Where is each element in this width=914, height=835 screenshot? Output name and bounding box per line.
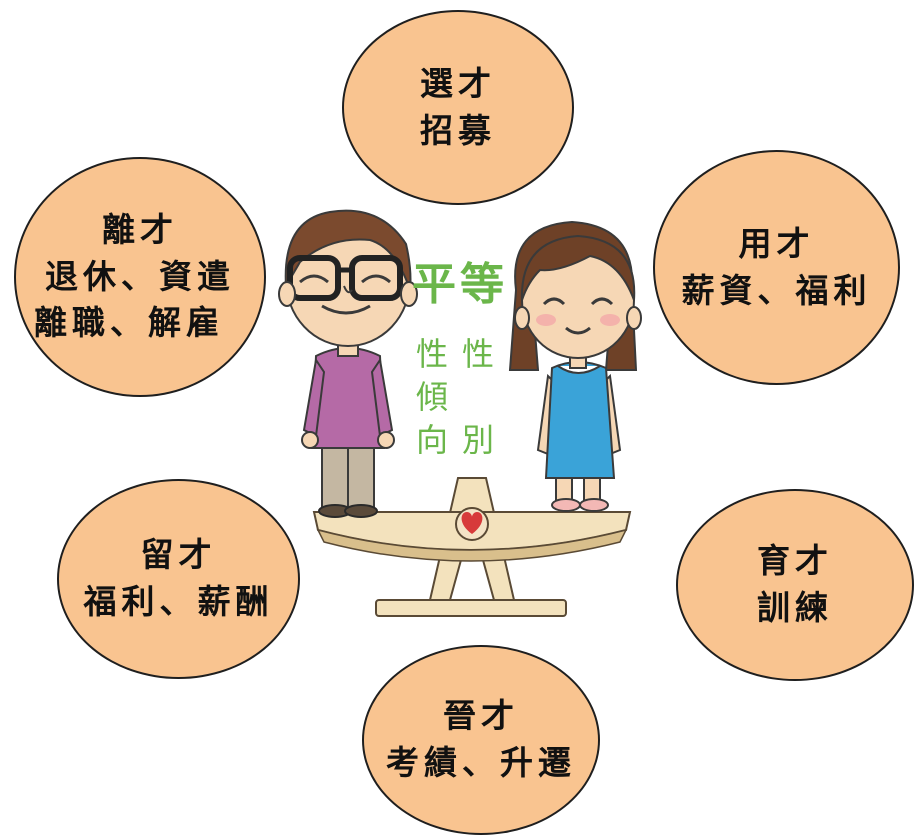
circle-subtitle: 薪資、福利 [681, 270, 872, 310]
char [458, 376, 498, 419]
char: 性 [461, 335, 494, 373]
circle-subtitle: 福利、薪酬 [83, 582, 274, 621]
circle-retention: 留才 福利、薪酬 [57, 479, 300, 679]
circle-promotion: 晉才 考績、升遷 [362, 645, 600, 835]
circle-subtitle: 考績、升遷 [386, 743, 576, 782]
char: 傾 [415, 378, 448, 417]
circle-title: 用才 [738, 223, 815, 263]
circle-title: 離才 [102, 209, 178, 249]
circle-title: 育才 [757, 541, 833, 581]
circle-title: 晉才 [443, 696, 519, 736]
circle-subtitle: 退休、資遣 [45, 256, 235, 296]
woman-figure-icon [508, 220, 642, 512]
circle-title: 留才 [140, 535, 217, 575]
circle-employment: 用才 薪資、福利 [653, 150, 900, 385]
circle-development: 育才 訓練 [676, 489, 914, 681]
circle-subtitle: 離職、解雇 [34, 303, 224, 343]
gender-label: 性 別 [458, 333, 498, 463]
circle-subtitle: 招募 [420, 110, 496, 150]
char: 性 [415, 335, 448, 373]
man-figure-icon [278, 209, 418, 518]
char: 別 [461, 421, 494, 460]
equality-title: 平等 [412, 259, 508, 310]
circle-title: 選才 [420, 63, 496, 103]
heart-icon [455, 507, 489, 541]
circle-subtitle: 訓練 [757, 588, 833, 627]
equality-scale-illustration [278, 209, 642, 617]
sexual-orientation-label: 性 傾 向 [412, 333, 452, 463]
circle-separation: 離才 退休、資遣 離職、解雇 [14, 157, 266, 397]
circle-recruitment: 選才 招募 [342, 10, 574, 205]
char: 向 [415, 421, 448, 460]
